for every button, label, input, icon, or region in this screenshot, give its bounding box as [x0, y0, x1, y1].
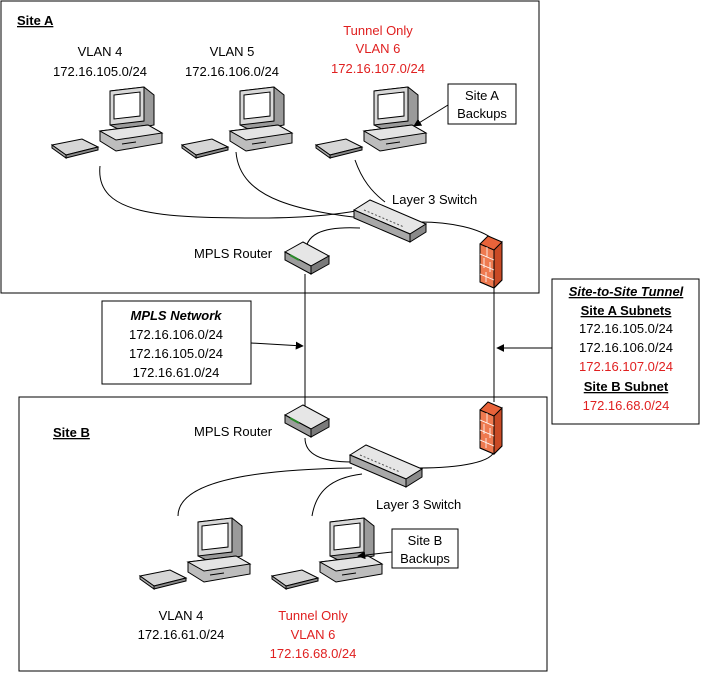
- site-a-vlan4-subnet: 172.16.105.0/24: [53, 64, 147, 79]
- site-b-firewall-icon: [479, 401, 503, 455]
- site-b-vlan6-pc-icon: [271, 517, 383, 590]
- cable-b-vlan6: [311, 473, 363, 517]
- site-b-vlan4-pc-icon: [139, 517, 251, 590]
- site-a-router-label: MPLS Router: [194, 246, 273, 261]
- site-a-vlan6-pc-icon: [315, 86, 427, 159]
- site-a-vlan5-subnet: 172.16.106.0/24: [185, 64, 279, 79]
- tunnel-site-a-heading: Site A Subnets: [581, 303, 672, 318]
- site-a-vlan6-name: VLAN 6: [356, 41, 401, 56]
- site-b-vlan4-name: VLAN 4: [159, 608, 204, 623]
- mpls-network-title: MPLS Network: [130, 308, 222, 323]
- site-b-vlan6-tag: Tunnel Only: [278, 608, 348, 623]
- tunnel-site-b-subnet: 172.16.68.0/24: [583, 398, 670, 413]
- tunnel-site-b-heading: Site B Subnet: [584, 379, 669, 394]
- site-a-backups-line2: Backups: [457, 106, 507, 121]
- site-b-router-icon: [284, 404, 330, 438]
- site-b-backups-line1: Site B: [408, 533, 443, 548]
- cable-b-vlan4: [177, 467, 353, 517]
- cable-a-vlan5: [235, 151, 381, 221]
- site-a-switch-label: Layer 3 Switch: [392, 192, 477, 207]
- site-b-switch-icon: [349, 444, 423, 488]
- cable-b-router-switch: [304, 437, 353, 463]
- site-a-title: Site A: [17, 13, 54, 28]
- mpls-callout-arrow: [250, 341, 304, 350]
- site-a-backups-callout: [447, 83, 517, 125]
- site-a-box: [0, 0, 540, 294]
- site-a-vlan5-name: VLAN 5: [210, 44, 255, 59]
- site-b-backups-line2: Backups: [400, 551, 450, 566]
- site-a-vlan6-subnet: 172.16.107.0/24: [331, 61, 425, 76]
- cable-b-switch-fw: [417, 449, 495, 469]
- site-a-router-icon: [284, 241, 330, 275]
- site-a-backups-arrow: [413, 104, 449, 127]
- site-b-backups-arrow: [357, 551, 393, 560]
- site-a-vlan4-pc-icon: [51, 86, 163, 159]
- tunnel-title: Site-to-Site Tunnel: [569, 284, 684, 299]
- mpls-network-box: [101, 300, 252, 385]
- site-a-vlan5-pc-icon: [181, 86, 293, 159]
- cable-a-vlan6: [354, 159, 386, 203]
- cable-a-switch-fw: [419, 221, 495, 241]
- site-b-vlan4-subnet: 172.16.61.0/24: [138, 627, 225, 642]
- site-a-firewall-icon: [479, 235, 503, 289]
- mpls-route-3: 172.16.61.0/24: [133, 365, 220, 380]
- tunnel-box: [551, 278, 700, 425]
- site-b-title: Site B: [53, 425, 90, 440]
- site-b-vlan6-subnet: 172.16.68.0/24: [270, 646, 357, 661]
- tunnel-site-a-subnet-2: 172.16.106.0/24: [579, 340, 673, 355]
- site-b-backups-callout: [391, 528, 459, 569]
- site-b-box: [18, 396, 548, 672]
- cable-a-vlan4: [99, 165, 363, 219]
- mpls-route-1: 172.16.106.0/24: [129, 327, 223, 342]
- site-a-vlan4-name: VLAN 4: [78, 44, 123, 59]
- site-b-vlan6-name: VLAN 6: [291, 627, 336, 642]
- tunnel-site-a-subnet-3: 172.16.107.0/24: [579, 359, 673, 374]
- site-b-switch-label: Layer 3 Switch: [376, 497, 461, 512]
- site-a-vlan6-tag: Tunnel Only: [343, 23, 413, 38]
- site-b-router-label: MPLS Router: [194, 424, 273, 439]
- site-a-backups-line1: Site A: [465, 88, 499, 103]
- mpls-route-2: 172.16.105.0/24: [129, 346, 223, 361]
- tunnel-site-a-subnet-1: 172.16.105.0/24: [579, 321, 673, 336]
